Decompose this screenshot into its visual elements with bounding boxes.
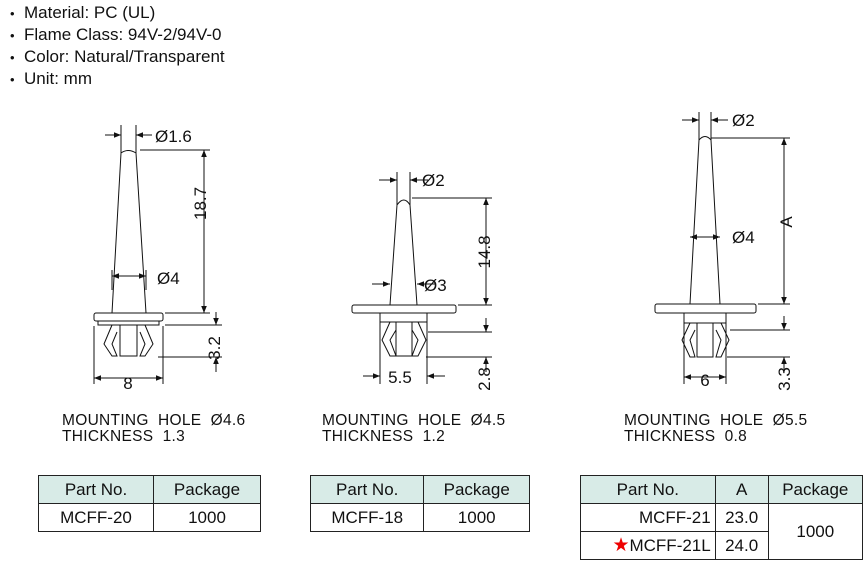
cell-package: 1000 xyxy=(767,503,864,560)
cell-part-no: MCFF-21 xyxy=(580,503,716,532)
cell-a: 23.0 xyxy=(714,503,769,532)
dim-tip-dia-20: Ø1.6 xyxy=(155,127,192,146)
drawing-mcff-18 xyxy=(351,172,492,384)
dim-clip-height-18: 2.8 xyxy=(475,367,494,391)
col-header-part-no: Part No. xyxy=(38,475,154,504)
cell-part-no: MCFF-20 xyxy=(38,503,154,532)
col-header-part-no: Part No. xyxy=(309,475,425,504)
table-row: ★MCFF-21L 24.0 xyxy=(580,531,863,560)
star-icon: ★ xyxy=(612,534,630,556)
dim-clip-height-21: 3.3 xyxy=(775,367,794,391)
flange-lower xyxy=(379,312,428,323)
part-table-mcff-21: Part No. A Package MCFF-21 23.0 1000 ★MC… xyxy=(580,475,864,560)
shaft-outline xyxy=(689,136,721,305)
spec-color: Color: Natural/Transparent xyxy=(10,46,225,68)
dim-shaft-dia-18: Ø3 xyxy=(424,276,447,295)
col-header-package: Package xyxy=(152,475,262,504)
spec-material: Material: PC (UL) xyxy=(10,2,225,24)
cell-part-no: MCFF-18 xyxy=(309,503,425,532)
col-header-package: Package xyxy=(767,475,864,504)
col-header-package: Package xyxy=(423,475,530,504)
mounting-note-mcff-21: MOUNTING HOLE Ø5.5 THICKNESS 0.8 xyxy=(624,412,808,445)
clip-legs xyxy=(103,324,154,357)
col-header-part-no: Part No. xyxy=(580,475,716,504)
dim-shaft-dia-20: Ø4 xyxy=(157,269,180,288)
dim-tip-dia-21: Ø2 xyxy=(732,111,755,130)
part-table-mcff-18: Part No. Package MCFF-18 1000 xyxy=(309,475,530,532)
flange xyxy=(654,303,757,314)
technical-drawings: Ø1.6 18.7 Ø4 3.2 8 Ø2 14.8 Ø3 5.5 2.8 Ø2… xyxy=(93,111,796,393)
cell-part-no-starred: ★MCFF-21L xyxy=(580,531,716,560)
spec-flame-class: Flame Class: 94V-2/94V-0 xyxy=(10,24,225,46)
dim-shaft-dia-21: Ø4 xyxy=(732,228,755,247)
cell-package: 1000 xyxy=(152,503,262,532)
drawing-mcff-21 xyxy=(654,112,790,384)
clip-core xyxy=(395,321,413,357)
drawing-mcff-20 xyxy=(93,125,222,384)
cell-a: 24.0 xyxy=(714,531,769,560)
dim-height-18: 14.8 xyxy=(475,235,494,268)
table-row: MCFF-18 1000 xyxy=(309,503,530,532)
cell-part-no: MCFF-21L xyxy=(629,535,711,555)
dim-height-20: 18.7 xyxy=(191,187,210,220)
shaft-outline xyxy=(111,150,147,314)
dim-clip-height-20: 3.2 xyxy=(205,336,224,360)
col-header-a: A xyxy=(714,475,769,504)
dim-tip-dia-18: Ø2 xyxy=(422,171,445,190)
dim-width-20: 8 xyxy=(123,374,132,393)
shaft-outline xyxy=(389,199,418,306)
part-table-mcff-20: Part No. Package MCFF-20 1000 xyxy=(38,475,262,532)
dim-height-21: A xyxy=(777,216,796,228)
dim-width-21: 6 xyxy=(700,371,709,390)
flange xyxy=(351,304,457,314)
flange-lower xyxy=(683,312,727,324)
cell-package: 1000 xyxy=(423,503,530,532)
spec-unit: Unit: mm xyxy=(10,68,225,90)
mounting-note-mcff-18: MOUNTING HOLE Ø4.5 THICKNESS 1.2 xyxy=(322,412,506,445)
clip-legs xyxy=(381,321,427,357)
flange-lower xyxy=(97,320,160,326)
clip-core xyxy=(119,324,138,357)
dim-width-18: 5.5 xyxy=(388,368,412,387)
spec-list: Material: PC (UL) Flame Class: 94V-2/94V… xyxy=(10,2,225,90)
clip-core xyxy=(696,322,714,358)
table-row: MCFF-20 1000 xyxy=(38,503,262,532)
flange xyxy=(93,312,164,322)
clip-legs xyxy=(681,322,730,358)
mounting-note-mcff-20: MOUNTING HOLE Ø4.6 THICKNESS 1.3 xyxy=(62,412,246,445)
table-row: MCFF-21 23.0 1000 xyxy=(580,503,864,560)
